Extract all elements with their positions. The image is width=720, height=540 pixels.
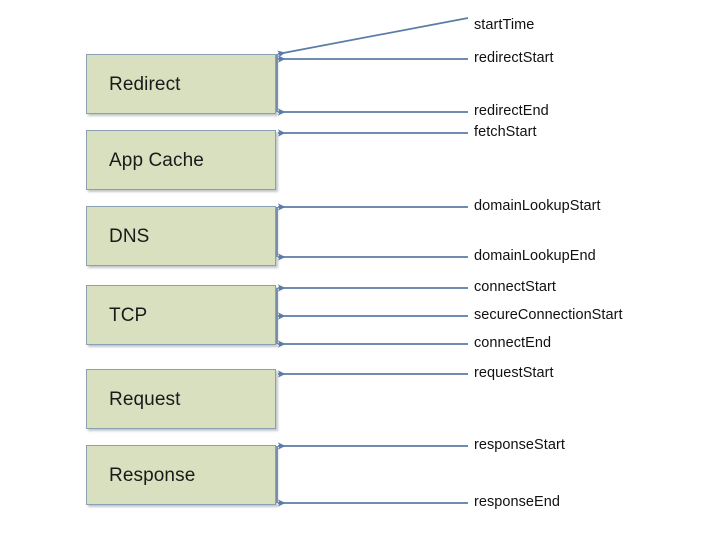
timing-label-connectEnd: connectEnd [474,335,552,351]
timing-label-connectStart: connectStart [474,279,557,295]
phase-box-redirect: Redirect [86,54,276,114]
timing-label-redirectEnd: redirectEnd [474,103,549,119]
timing-label-secureConnectionStart: secureConnectionStart [474,307,623,323]
timing-label-requestStart: requestStart [474,365,554,381]
timing-label-redirectStart: redirectStart [474,50,554,66]
phase-box-label: TCP [109,304,148,326]
phase-box-app-cache: App Cache [86,130,276,190]
timing-label-fetchStart: fetchStart [474,124,537,140]
phase-box-label: App Cache [109,149,204,171]
timing-label-domainLookupEnd: domainLookupEnd [474,248,596,264]
phase-box-label: Response [109,464,196,486]
phase-box-request: Request [86,369,276,429]
timing-arrows [276,17,469,507]
timing-label-domainLookupStart: domainLookupStart [474,198,601,214]
timing-label-responseEnd: responseEnd [474,494,560,510]
phase-box-label: Request [109,388,181,410]
phase-box-tcp: TCP [86,285,276,345]
phase-box-label: Redirect [109,73,181,95]
phase-box-dns: DNS [86,206,276,266]
phase-box-response: Response [86,445,276,505]
timing-label-responseStart: responseStart [474,437,565,453]
timing-label-startTime: startTime [474,17,535,33]
phase-box-label: DNS [109,225,150,247]
timing-arrow-startTime [277,17,469,58]
